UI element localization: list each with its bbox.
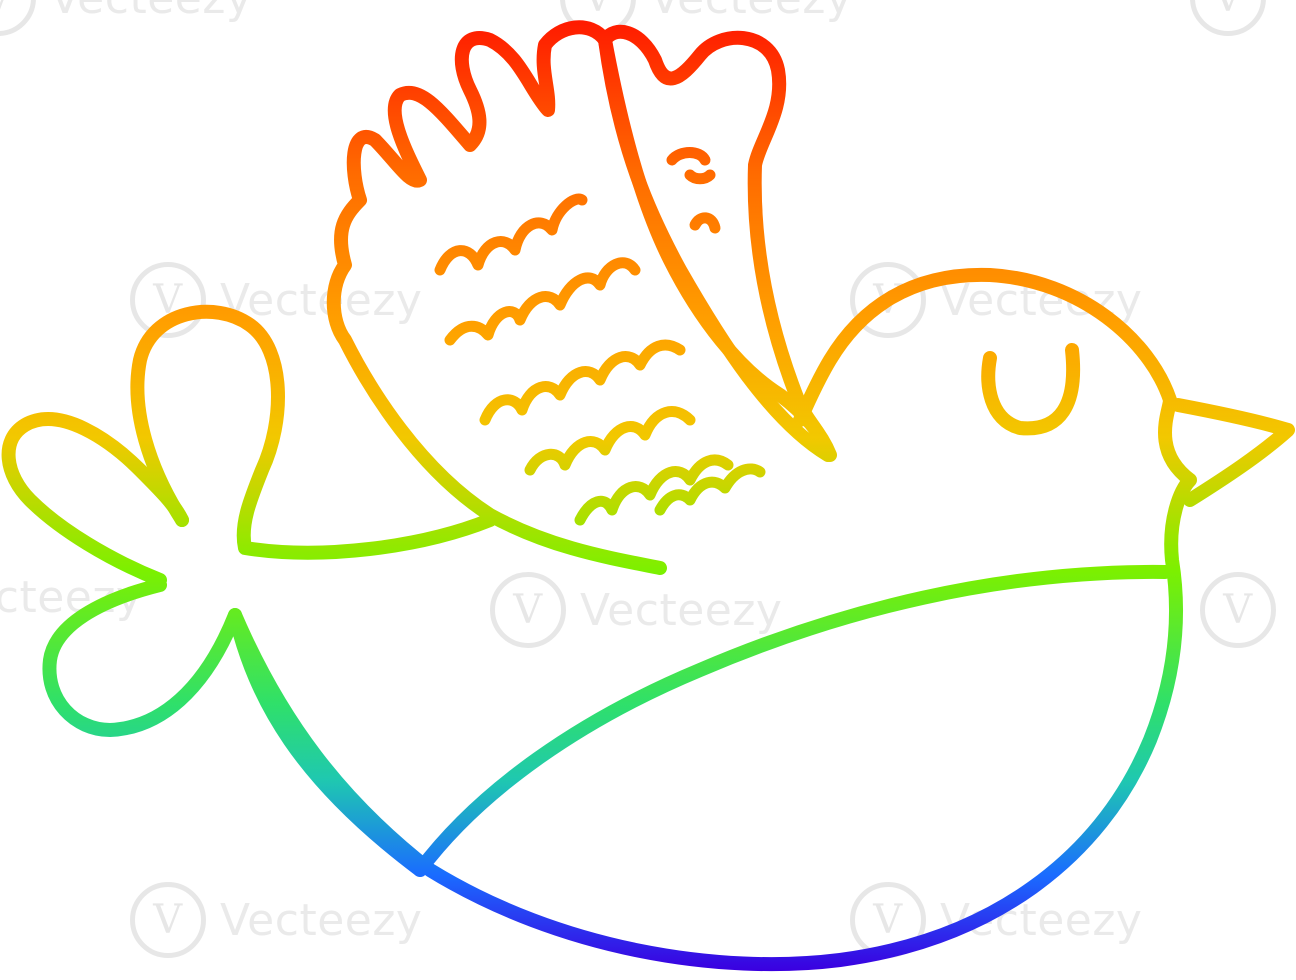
wing-outline (598, 24, 835, 462)
bow-lower-loop (42, 578, 427, 877)
bow-left-loop (1, 412, 189, 587)
wing-inner-edge (598, 33, 837, 462)
bow-upper-loop (130, 304, 497, 560)
body-outline (228, 267, 1197, 972)
ribbon-bow (1, 304, 497, 877)
wing-feathers-top (326, 20, 667, 575)
wing (326, 20, 837, 575)
belly-line (413, 564, 1172, 877)
wing-scallops-row1 (434, 193, 588, 276)
beak (1171, 398, 1295, 507)
wing-scallops-row3 (479, 339, 686, 426)
eye (981, 343, 1081, 436)
wing-scallops-row6 (654, 463, 766, 516)
bird-body (228, 267, 1197, 972)
wing-scallops-row2 (444, 257, 641, 346)
wing-markings (666, 147, 721, 234)
wing-scallops-row4 (524, 406, 696, 476)
wing-scallops-row5 (574, 454, 734, 526)
